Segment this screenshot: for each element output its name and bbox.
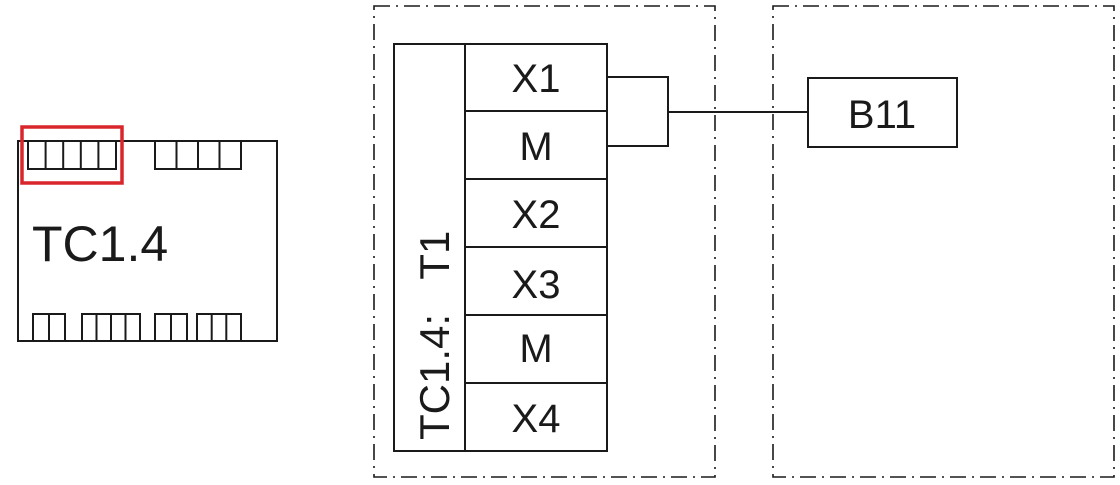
controller-enclosure [373,5,716,478]
selected-connector-highlight [20,125,124,185]
top-connector-1 [27,140,117,170]
terminal-x3: X3 [512,263,561,307]
bottom-connector-4 [196,313,242,342]
terminal-x4: X4 [512,397,561,441]
terminal-x2: X2 [512,193,561,237]
sensor-wiring [607,76,808,147]
field-enclosure [772,5,1115,478]
bottom-connector-1 [32,313,66,342]
bottom-connector-3 [154,313,188,342]
terminal-x1: X1 [512,57,561,101]
terminal-m2: M [519,327,552,371]
terminal-m1: M [519,125,552,169]
sensor-box [807,77,958,148]
module-overview: TC1.4 [17,125,278,342]
sensor-b11: B11 [807,77,958,148]
bottom-connector-2 [81,313,141,342]
module-label: TC1.4 [32,216,168,272]
sensor-label: B11 [848,93,916,137]
wire-x1-m [607,76,669,147]
terminal-block: TC1.4: T1 X1 M X2 X3 M X4 [393,43,608,452]
module-outline [17,140,278,342]
top-connector-2 [154,140,242,170]
terminal-block-title: TC1.4: T1 [411,231,458,440]
